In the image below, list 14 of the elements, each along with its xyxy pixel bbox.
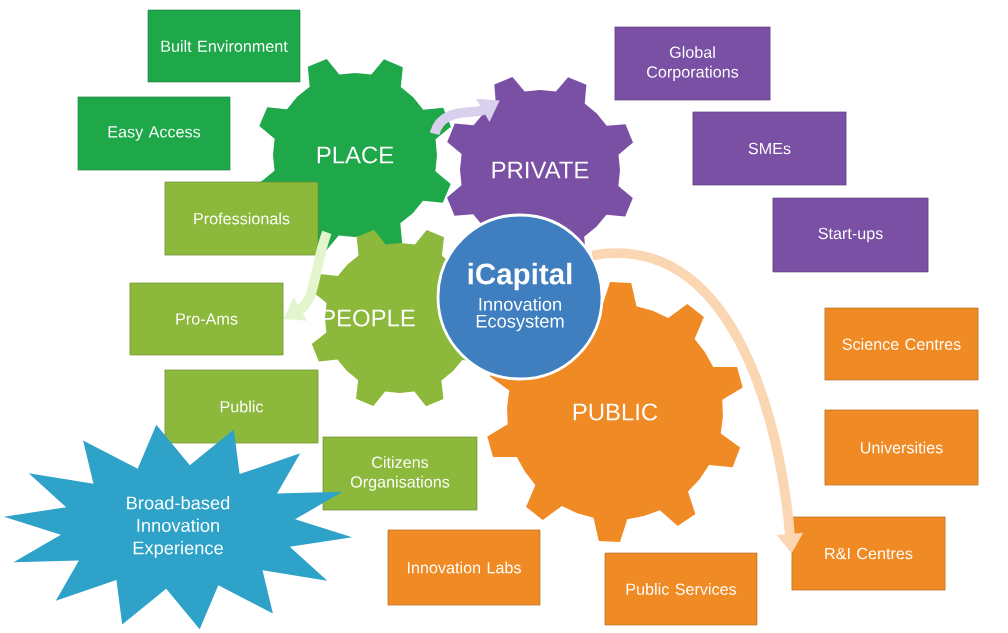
category-box: Universities <box>824 409 979 486</box>
category-box: Start-ups <box>772 197 929 273</box>
category-box: Innovation Labs <box>387 529 541 606</box>
category-box: Pro-Ams <box>129 282 284 356</box>
category-box: Public <box>164 369 319 444</box>
category-box: Citizens Organisations <box>322 436 478 511</box>
category-box: Built Environment <box>147 9 301 83</box>
category-box: Global Corporations <box>614 26 771 101</box>
category-box: Professionals <box>164 181 319 256</box>
category-box: Public Services <box>604 552 758 626</box>
category-box: Science Centres <box>824 307 979 381</box>
category-box: R&I Centres <box>791 516 946 591</box>
category-box: SMEs <box>692 111 847 186</box>
category-box: Easy Access <box>77 96 231 171</box>
